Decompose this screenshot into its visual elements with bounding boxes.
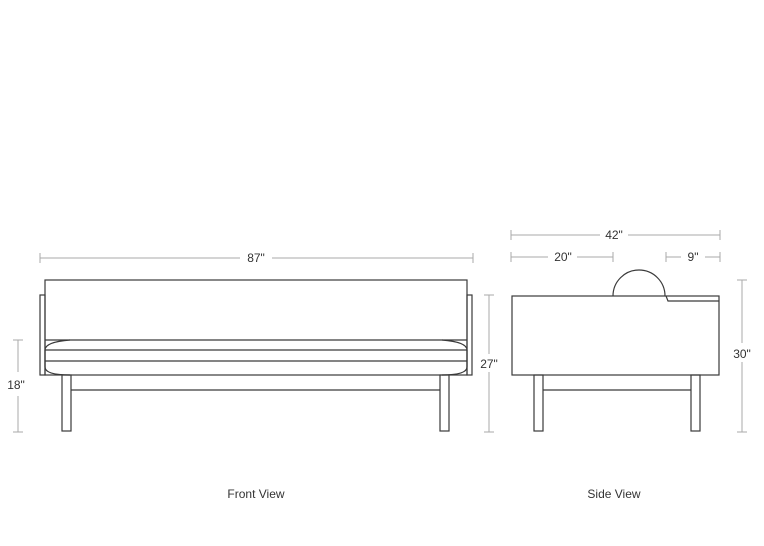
sofa-side — [511, 269, 720, 432]
depth-dim-label: 42" — [605, 228, 623, 242]
arm-depth-label: 9" — [688, 250, 699, 264]
seat-height-dimension: 18" — [7, 339, 25, 433]
height-dimension: 30" — [733, 279, 751, 433]
width-dim-label: 87" — [247, 251, 265, 265]
height-dim-label: 30" — [733, 347, 751, 361]
arm-height-dimension: 27" — [480, 294, 498, 433]
width-dimension: 87" — [39, 251, 474, 265]
depth-dimension: 42" — [510, 228, 721, 242]
arm-depth-dimension: 9" — [665, 250, 721, 264]
seat-height-label: 18" — [7, 378, 25, 392]
side-view-label: Side View — [587, 487, 640, 501]
front-view-label: Front View — [227, 487, 284, 501]
front-view: 87" 18" 27" Front View — [7, 251, 498, 501]
sofa-front — [39, 279, 473, 432]
arm-height-label: 27" — [480, 357, 498, 371]
seat-depth-dimension: 20" — [510, 250, 614, 264]
side-view: 42" 20" 9" 30" — [510, 228, 751, 501]
seat-depth-label: 20" — [554, 250, 572, 264]
